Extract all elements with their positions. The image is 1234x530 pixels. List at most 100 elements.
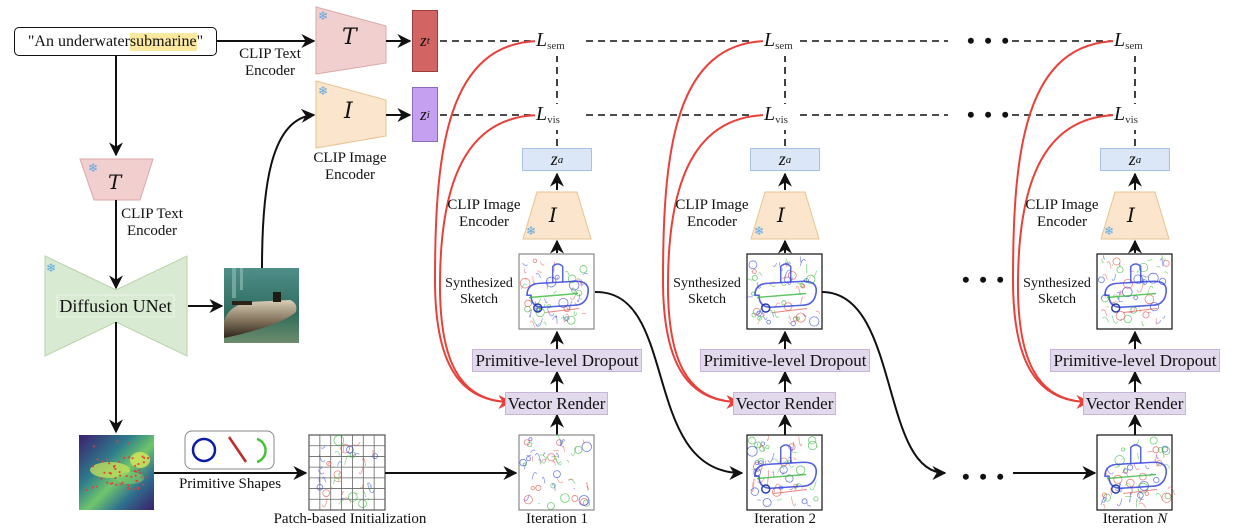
sample-point bbox=[127, 486, 129, 489]
sketch-stroke bbox=[795, 285, 801, 296]
sample-point bbox=[136, 480, 139, 483]
sketch-stroke bbox=[551, 455, 559, 458]
sample-point bbox=[147, 457, 149, 460]
sketch-stroke bbox=[757, 316, 762, 321]
sketch-stroke bbox=[1102, 273, 1108, 280]
sketch-stroke bbox=[1100, 309, 1108, 317]
sketch-stroke bbox=[341, 491, 345, 496]
sketch-stroke bbox=[773, 489, 808, 494]
sample-point bbox=[134, 474, 137, 477]
sketch-stroke bbox=[562, 315, 566, 323]
visual-loss: Lvis bbox=[535, 104, 561, 130]
sketch-stroke bbox=[777, 466, 785, 473]
sketch-stroke bbox=[1162, 260, 1170, 267]
sketch-stroke bbox=[1123, 489, 1158, 494]
sketch-stroke bbox=[555, 457, 562, 466]
sample-point bbox=[134, 464, 137, 467]
conning-tower-stroke bbox=[780, 444, 792, 464]
sketch-stroke bbox=[545, 308, 580, 313]
sketch-stroke bbox=[544, 298, 548, 304]
sketch-stroke bbox=[801, 498, 808, 505]
sketch-stroke bbox=[529, 320, 536, 328]
sketch-stroke bbox=[1157, 447, 1164, 453]
ellipsis: • • • bbox=[967, 102, 1012, 127]
ellipsis: • • • bbox=[967, 28, 1012, 53]
sample-point bbox=[114, 468, 117, 470]
sample-point bbox=[127, 488, 130, 490]
sample-point bbox=[106, 458, 109, 461]
sketch-stroke bbox=[789, 487, 794, 491]
sketch-stroke bbox=[1116, 266, 1124, 274]
sketch-stroke bbox=[1142, 311, 1150, 319]
sample-point bbox=[132, 488, 135, 490]
sketch-stroke bbox=[784, 460, 791, 463]
sketch-stroke bbox=[538, 458, 541, 465]
sketch-stroke bbox=[756, 282, 762, 289]
primitive-shapes-label: Primitive Shapes bbox=[178, 476, 282, 492]
sample-point bbox=[142, 483, 145, 486]
sketch-stroke bbox=[799, 256, 802, 263]
sketch-stroke bbox=[1152, 446, 1160, 454]
sample-point bbox=[128, 456, 131, 459]
sample-point bbox=[139, 472, 141, 474]
sketch-stroke bbox=[1133, 274, 1144, 285]
line-primitive-icon bbox=[227, 436, 248, 463]
sketch-stroke bbox=[1162, 315, 1166, 319]
sketch-stroke bbox=[582, 439, 586, 444]
sketch-stroke bbox=[1122, 286, 1133, 298]
vis-gradient-arrow bbox=[1016, 114, 1120, 403]
sketch-stroke bbox=[748, 436, 756, 445]
sketch-stroke bbox=[750, 487, 760, 496]
clip-image-encoder bbox=[522, 191, 592, 240]
sketch-stroke bbox=[761, 484, 771, 494]
sketch-stroke bbox=[546, 307, 555, 317]
sketch-stroke bbox=[362, 491, 366, 498]
sketch-stroke bbox=[367, 498, 370, 501]
attention-heatmap bbox=[79, 435, 154, 510]
sketch-stroke bbox=[585, 482, 589, 491]
sketch-stroke bbox=[746, 445, 758, 457]
sketch-stroke bbox=[1161, 253, 1166, 261]
conning-tower-stroke bbox=[780, 263, 792, 283]
sketch-stroke bbox=[794, 483, 802, 490]
sketch-stroke bbox=[748, 260, 758, 270]
sketch-stroke bbox=[541, 476, 546, 484]
arrow-image-to-image-encoder bbox=[261, 108, 316, 269]
sketch-stroke bbox=[761, 303, 771, 313]
iteration-input-sketch bbox=[1096, 434, 1173, 511]
sketch-stroke bbox=[358, 499, 367, 508]
sketch-stroke bbox=[523, 439, 530, 446]
sample-point bbox=[85, 489, 88, 492]
sketch-stroke bbox=[358, 467, 364, 475]
sketch-stroke bbox=[557, 434, 565, 444]
sketch-stroke bbox=[1141, 321, 1145, 327]
sketch-stroke bbox=[322, 489, 330, 497]
vector-render-module: Vector Render bbox=[1083, 392, 1186, 415]
sketch-stroke bbox=[776, 498, 783, 501]
ellipsis: • • • bbox=[962, 267, 1007, 292]
sketch-stroke bbox=[539, 261, 545, 266]
sketch-stroke bbox=[578, 495, 590, 506]
sketch-stroke bbox=[766, 319, 771, 325]
sketch-stroke bbox=[1136, 284, 1144, 293]
sketch-stroke bbox=[555, 315, 558, 324]
sketch-stroke bbox=[756, 310, 762, 317]
sketch-stroke bbox=[571, 286, 574, 290]
sketch-stroke bbox=[781, 471, 785, 475]
semantic-loss: Lsem bbox=[763, 30, 794, 56]
sketch-stroke bbox=[1167, 486, 1176, 496]
sketch-stroke bbox=[556, 478, 564, 484]
sketch-stroke bbox=[318, 454, 326, 463]
sketch-stroke bbox=[533, 303, 543, 313]
sketch-stroke bbox=[759, 445, 765, 452]
sketch-stroke bbox=[532, 275, 536, 285]
sketch-stroke bbox=[553, 449, 560, 452]
sketch-stroke bbox=[353, 441, 361, 446]
text-encoder-symbol: T bbox=[342, 25, 357, 50]
sketch-stroke bbox=[523, 495, 533, 505]
sketch-stroke bbox=[574, 312, 578, 316]
